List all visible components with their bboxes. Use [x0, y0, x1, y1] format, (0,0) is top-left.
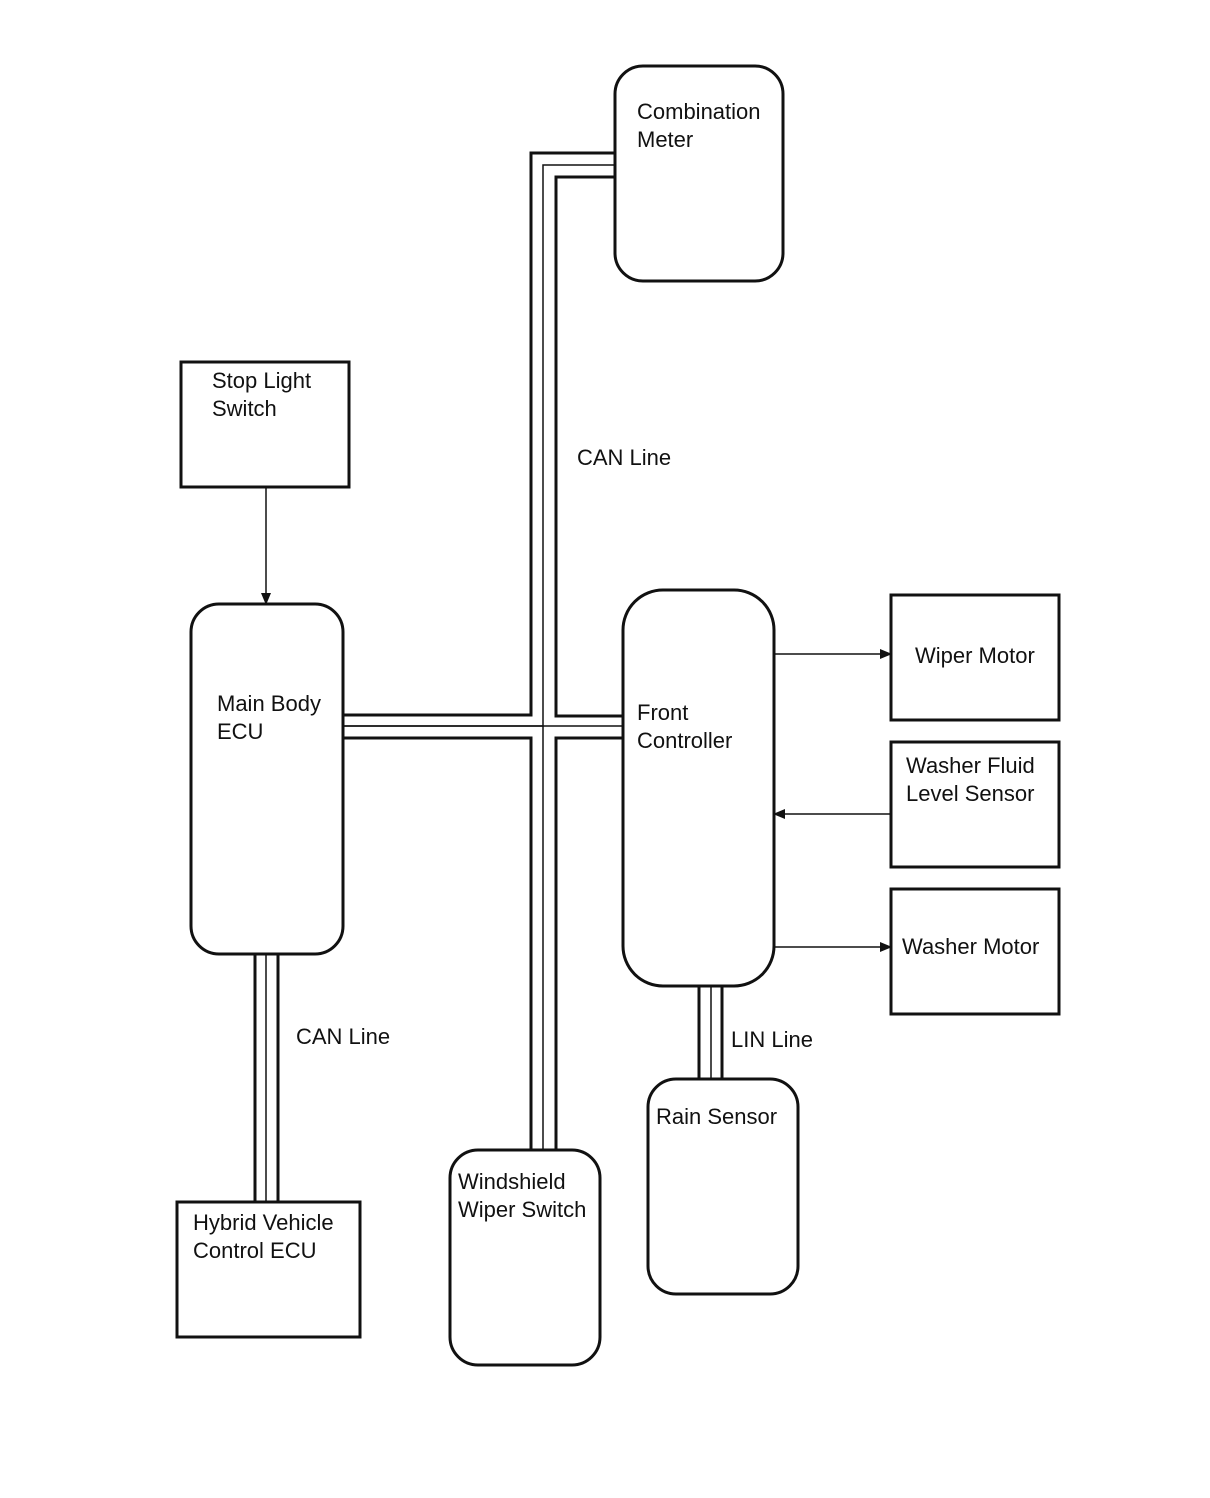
rain-sensor-label-line1: Rain Sensor	[656, 1104, 778, 1129]
front-controller-label: Front Controller	[637, 699, 732, 755]
stop-light-switch-box	[179, 360, 351, 489]
washer-motor-label: Washer Motor	[902, 933, 1039, 961]
stop-light-switch-label: Stop Light Switch	[212, 367, 311, 423]
can-line-upper-label: CAN Line	[577, 445, 672, 470]
can-line-lower-label: CAN Line	[296, 1024, 391, 1049]
can-line-upper-inner	[554, 175, 623, 718]
windshield-wiper-switch-label-line2: Wiper Switch	[458, 1197, 587, 1222]
windshield-wiper-switch-label: Windshield Wiper Switch	[458, 1168, 586, 1224]
washer-fluid-level-sensor-label-line1: Washer Fluid	[906, 753, 1035, 778]
combination-meter-label: Combination Meter	[637, 98, 761, 154]
washer-fluid-level-sensor-box	[889, 740, 1061, 869]
wiper-motor-label: Wiper Motor	[915, 642, 1035, 670]
can-bus-lines	[253, 151, 724, 1202]
front-controller-box	[621, 588, 776, 988]
can-line-horizontal-bottom-right	[554, 736, 623, 1150]
combination-meter-label-line1: Combination	[637, 99, 761, 124]
lin-line-label: LIN Line	[731, 1027, 813, 1052]
windshield-wiper-switch-box	[448, 1148, 602, 1367]
main-body-ecu-label-line2: ECU	[217, 719, 264, 744]
hybrid-vehicle-control-ecu-label-line2: Control ECU	[193, 1238, 317, 1263]
stop-light-switch-label-line1: Stop Light	[212, 368, 312, 393]
main-body-ecu-label: Main Body ECU	[217, 690, 321, 746]
main-body-ecu-label-line1: Main Body	[217, 691, 321, 716]
hybrid-vehicle-control-ecu-box	[175, 1200, 362, 1339]
main-body-ecu-box	[189, 602, 345, 956]
washer-fluid-level-sensor-label: Washer Fluid Level Sensor	[906, 752, 1035, 808]
front-controller-label-line1: Front	[637, 700, 689, 725]
front-controller-label-line2: Controller	[637, 728, 733, 753]
wiper-motor-label-line1: Wiper Motor	[915, 643, 1035, 668]
can-line-upper-mid	[343, 164, 615, 727]
windshield-wiper-switch-label-line1: Windshield	[458, 1169, 566, 1194]
hybrid-vehicle-control-ecu-label: Hybrid Vehicle Control ECU	[193, 1209, 334, 1265]
combination-meter-label-line2: Meter	[637, 127, 694, 152]
can-line-horizontal-bottom-left	[343, 736, 533, 1150]
can-line-upper-outer	[343, 151, 615, 717]
hybrid-vehicle-control-ecu-label-line1: Hybrid Vehicle	[193, 1210, 334, 1235]
washer-motor-label-line1: Washer Motor	[902, 934, 1040, 959]
rain-sensor-label: Rain Sensor	[656, 1103, 777, 1131]
combination-meter-box	[613, 64, 785, 283]
washer-fluid-level-sensor-label-line2: Level Sensor	[906, 781, 1035, 806]
stop-light-switch-label-line2: Switch	[212, 396, 277, 421]
